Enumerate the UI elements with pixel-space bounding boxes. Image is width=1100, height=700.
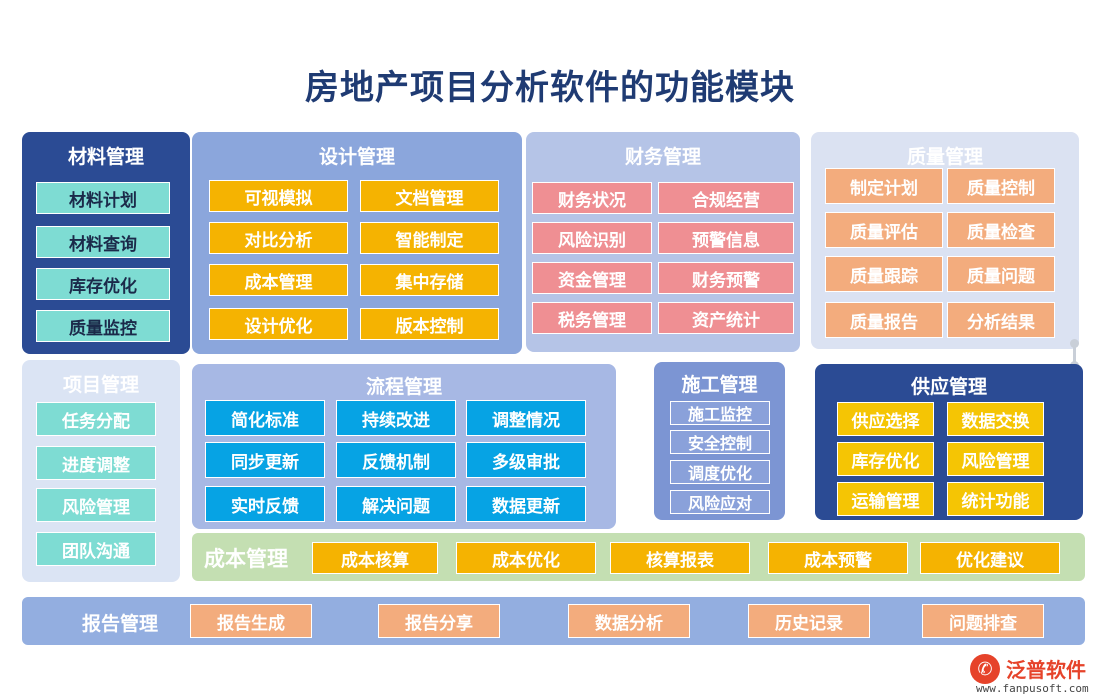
material-management-panel: 材料管理 材料计划 材料查询 库存优化 质量监控: [22, 132, 190, 354]
report-item[interactable]: 数据分析: [568, 604, 690, 638]
report-management-title: 报告管理: [82, 613, 159, 635]
supply-management-panel: 供应管理 供应选择 数据交换 库存优化 风险管理 运输管理 统计功能: [815, 364, 1083, 520]
design-item[interactable]: 可视模拟: [209, 180, 348, 212]
process-item[interactable]: 多级审批: [466, 442, 586, 478]
finance-item[interactable]: 财务预警: [658, 262, 794, 294]
design-item[interactable]: 智能制定: [360, 222, 499, 254]
report-item[interactable]: 历史记录: [748, 604, 870, 638]
quality-item[interactable]: 质量问题: [947, 256, 1055, 292]
quality-management-panel: 质量管理 制定计划 质量控制 质量评估 质量检查 质量跟踪 质量问题 质量报告 …: [811, 132, 1079, 349]
finance-item[interactable]: 合规经营: [658, 182, 794, 214]
logo-url: www.fanpusoft.com: [976, 682, 1089, 695]
design-item[interactable]: 版本控制: [360, 308, 499, 340]
process-management-title: 流程管理: [365, 376, 442, 398]
cost-item[interactable]: 成本优化: [456, 542, 596, 574]
report-item[interactable]: 报告生成: [190, 604, 312, 638]
finance-item[interactable]: 资金管理: [532, 262, 652, 294]
finance-management-panel: 财务管理 财务状况 合规经营 风险识别 预警信息 资金管理 财务预警 税务管理 …: [526, 132, 800, 352]
report-item[interactable]: 问题排查: [922, 604, 1044, 638]
supply-item[interactable]: 运输管理: [837, 482, 934, 516]
construction-management-panel: 施工管理 施工监控 安全控制 调度优化 风险应对: [654, 362, 785, 520]
supply-management-title: 供应管理: [910, 376, 987, 398]
process-item[interactable]: 持续改进: [336, 400, 456, 436]
project-item[interactable]: 进度调整: [36, 446, 156, 480]
report-item[interactable]: 报告分享: [378, 604, 500, 638]
report-management-panel: 报告管理 报告生成 报告分享 数据分析 历史记录 问题排查: [22, 597, 1085, 645]
quality-item[interactable]: 制定计划: [825, 168, 943, 204]
supply-item[interactable]: 数据交换: [947, 402, 1044, 436]
design-item[interactable]: 文档管理: [360, 180, 499, 212]
connector-dot: [1070, 339, 1079, 348]
process-item[interactable]: 调整情况: [466, 400, 586, 436]
quality-item[interactable]: 质量控制: [947, 168, 1055, 204]
project-management-panel: 项目管理 任务分配 进度调整 风险管理 团队沟通: [22, 360, 180, 582]
construction-item[interactable]: 安全控制: [670, 430, 770, 454]
cost-item[interactable]: 核算报表: [610, 542, 750, 574]
finance-item[interactable]: 资产统计: [658, 302, 794, 334]
quality-item[interactable]: 质量跟踪: [825, 256, 943, 292]
construction-item[interactable]: 风险应对: [670, 490, 770, 514]
process-item[interactable]: 实时反馈: [205, 486, 325, 522]
project-management-title: 项目管理: [62, 374, 139, 396]
supply-item[interactable]: 风险管理: [947, 442, 1044, 476]
finance-item[interactable]: 税务管理: [532, 302, 652, 334]
design-management-panel: 设计管理 可视模拟 文档管理 对比分析 智能制定 成本管理 集中存储 设计优化 …: [192, 132, 522, 354]
supply-item[interactable]: 统计功能: [947, 482, 1044, 516]
finance-item[interactable]: 财务状况: [532, 182, 652, 214]
project-item[interactable]: 任务分配: [36, 402, 156, 436]
material-management-title: 材料管理: [67, 146, 144, 168]
quality-item[interactable]: 质量检查: [947, 212, 1055, 248]
cost-management-title: 成本管理: [204, 547, 288, 571]
cost-item[interactable]: 成本核算: [312, 542, 438, 574]
page-title: 房地产项目分析软件的功能模块: [305, 68, 795, 108]
logo-icon: ✆: [970, 654, 1000, 684]
quality-management-title: 质量管理: [906, 146, 983, 168]
material-item[interactable]: 材料查询: [36, 226, 170, 258]
project-item[interactable]: 风险管理: [36, 488, 156, 522]
project-item[interactable]: 团队沟通: [36, 532, 156, 566]
process-item[interactable]: 反馈机制: [336, 442, 456, 478]
process-item[interactable]: 解决问题: [336, 486, 456, 522]
finance-item[interactable]: 风险识别: [532, 222, 652, 254]
process-item[interactable]: 简化标准: [205, 400, 325, 436]
process-management-panel: 流程管理 简化标准 持续改进 调整情况 同步更新 反馈机制 多级审批 实时反馈 …: [192, 364, 616, 529]
quality-item[interactable]: 质量评估: [825, 212, 943, 248]
connector-line: [1073, 343, 1076, 366]
brand-logo: ✆ 泛普软件 www.fanpusoft.com: [970, 652, 1095, 695]
finance-management-title: 财务管理: [624, 146, 701, 168]
material-item[interactable]: 材料计划: [36, 182, 170, 214]
design-management-title: 设计管理: [318, 146, 395, 168]
material-item[interactable]: 质量监控: [36, 310, 170, 342]
construction-item[interactable]: 调度优化: [670, 460, 770, 484]
process-item[interactable]: 数据更新: [466, 486, 586, 522]
design-item[interactable]: 设计优化: [209, 308, 348, 340]
design-item[interactable]: 对比分析: [209, 222, 348, 254]
design-item[interactable]: 集中存储: [360, 264, 499, 296]
quality-item[interactable]: 分析结果: [947, 302, 1055, 338]
finance-item[interactable]: 预警信息: [658, 222, 794, 254]
material-item[interactable]: 库存优化: [36, 268, 170, 300]
process-item[interactable]: 同步更新: [205, 442, 325, 478]
cost-management-panel: 成本管理 成本核算 成本优化 核算报表 成本预警 优化建议: [192, 533, 1085, 581]
quality-item[interactable]: 质量报告: [825, 302, 943, 338]
construction-item[interactable]: 施工监控: [670, 401, 770, 425]
design-item[interactable]: 成本管理: [209, 264, 348, 296]
logo-name: 泛普软件: [1006, 658, 1086, 682]
supply-item[interactable]: 库存优化: [837, 442, 934, 476]
construction-management-title: 施工管理: [681, 374, 758, 396]
cost-item[interactable]: 优化建议: [920, 542, 1060, 574]
supply-item[interactable]: 供应选择: [837, 402, 934, 436]
cost-item[interactable]: 成本预警: [768, 542, 908, 574]
